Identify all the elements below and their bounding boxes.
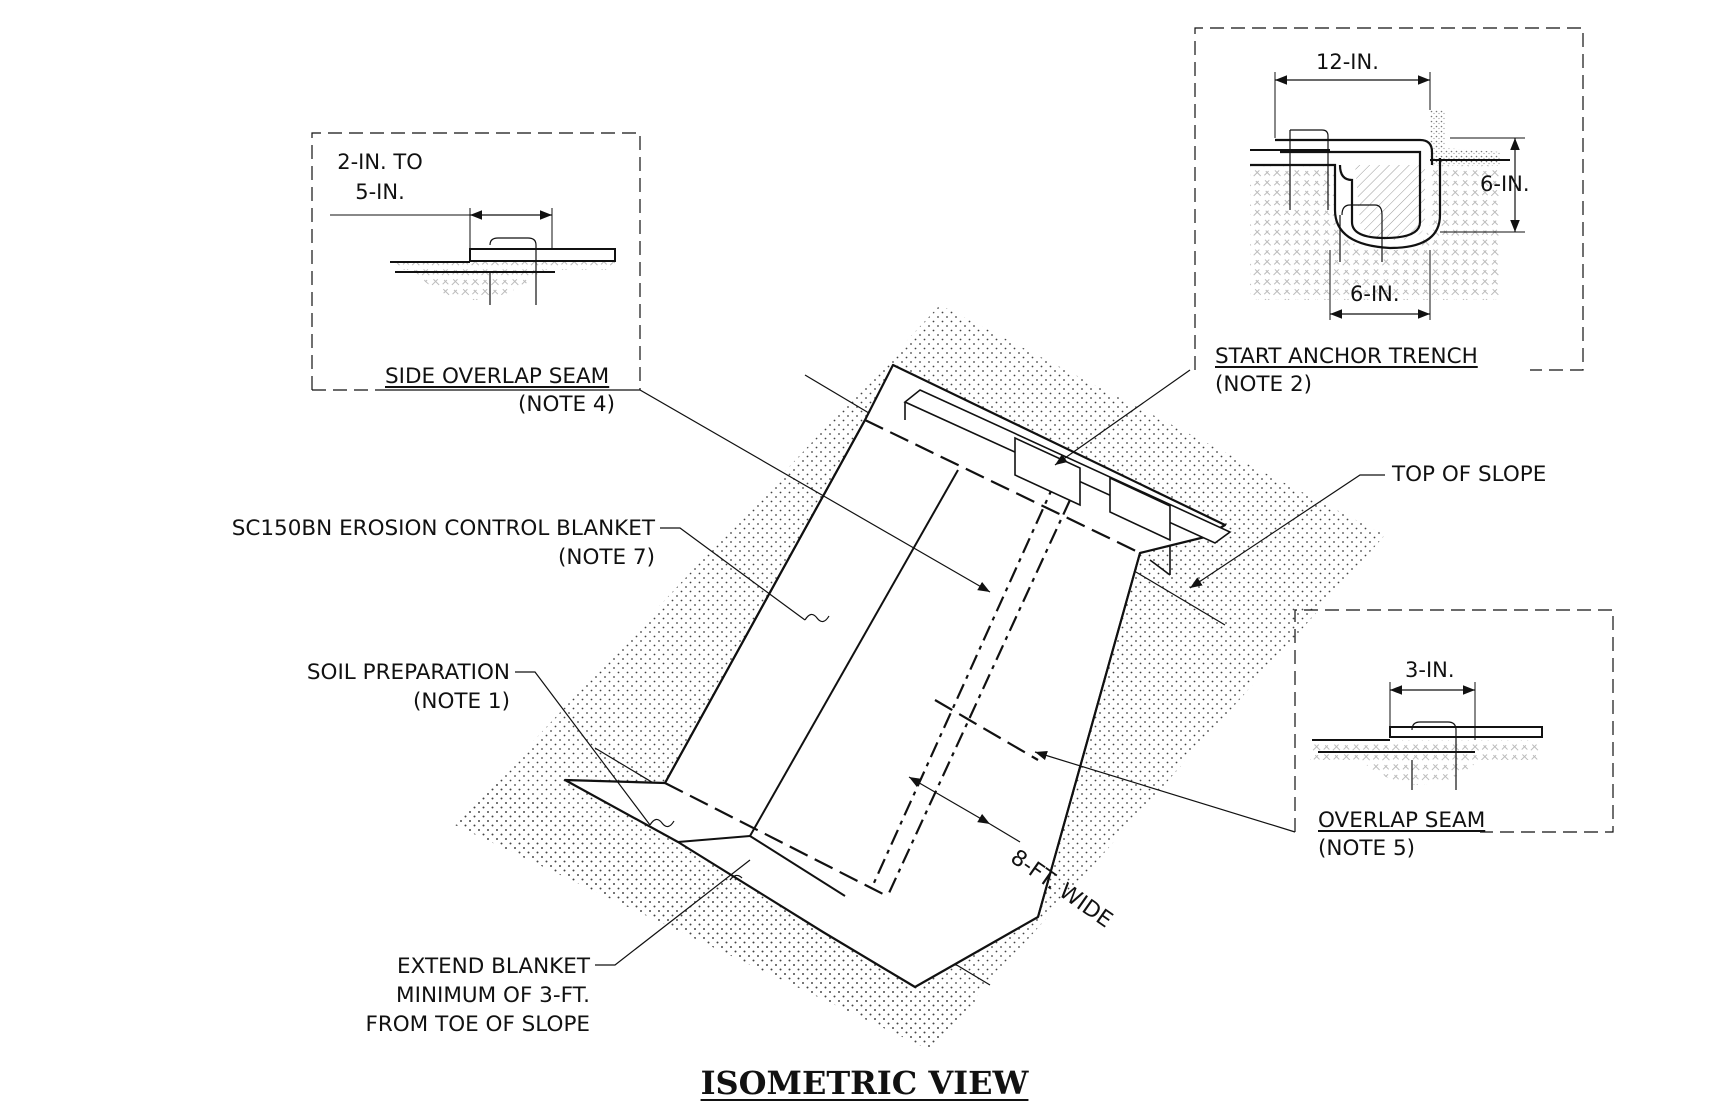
anchor-trench-note: (NOTE 2) <box>1215 372 1313 397</box>
side-overlap-title: SIDE OVERLAP SEAM <box>385 364 610 389</box>
soil-prep-note: (NOTE 1) <box>412 689 510 714</box>
side-overlap-dim-line2: 5-IN. <box>355 180 405 204</box>
side-overlap-detail <box>311 132 641 391</box>
side-overlap-note: (NOTE 4) <box>517 392 615 417</box>
overlap-seam-detail <box>1294 609 1614 833</box>
blanket-note: (NOTE 7) <box>557 545 655 570</box>
ground-stipple-lower <box>455 780 980 1050</box>
overlap-seam-dim: 3-IN. <box>1405 658 1455 682</box>
trench-width-dim: 12-IN. <box>1316 50 1379 74</box>
trench-bottom-dim: 6-IN. <box>1350 282 1400 306</box>
view-title-wrap: ISOMETRIC VIEW <box>0 1064 1729 1102</box>
anchor-trench-title: START ANCHOR TRENCH <box>1215 344 1478 369</box>
extend-label-line1: EXTEND BLANKET <box>397 954 590 979</box>
blanket-label: SC150BN EROSION CONTROL BLANKET <box>231 516 655 541</box>
overlap-seam-note: (NOTE 5) <box>1318 836 1416 861</box>
anchor-trench-detail <box>1194 27 1584 371</box>
trench-depth-dim: 6-IN. <box>1480 172 1530 196</box>
soil-prep-label: SOIL PREPARATION <box>306 660 510 685</box>
overlap-seam-title: OVERLAP SEAM <box>1318 808 1486 833</box>
view-title: ISOMETRIC VIEW <box>700 1064 1029 1102</box>
extend-label-line3: FROM TOE OF SLOPE <box>365 1012 590 1037</box>
extend-label-line2: MINIMUM OF 3-FT. <box>396 983 590 1008</box>
top-of-slope-label: TOP OF SLOPE <box>1392 462 1547 487</box>
side-overlap-dim-line1: 2-IN. TO <box>337 150 423 174</box>
